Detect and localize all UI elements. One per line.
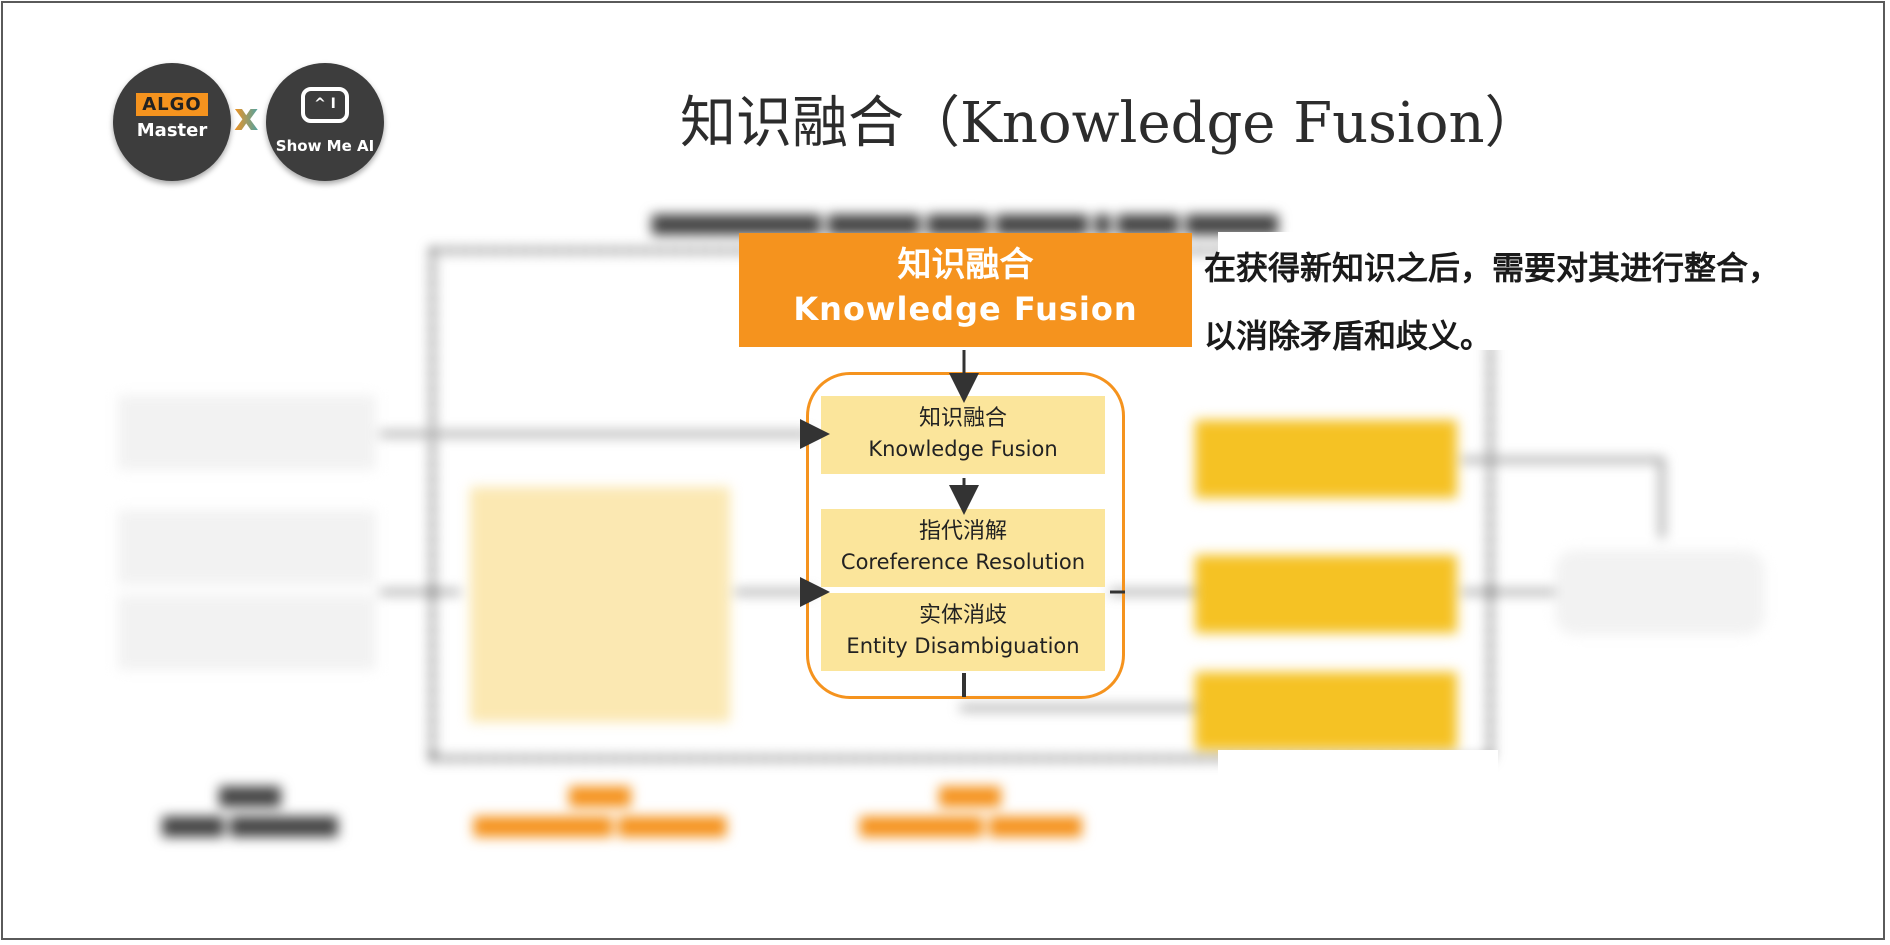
show-me-ai-text: Show Me AI	[275, 137, 375, 155]
algo-master-logo: ALGO Master	[113, 63, 231, 181]
step-entity-disambiguation-en: Entity Disambiguation	[846, 634, 1080, 658]
bg-diagram-caption: ▇▇▇▇▇▇▇▇▇▇▇ ▇▇▇▇▇▇ ▇▇▇▇ ▇▇▇▇▇▇ ▇ ▇▇▇▇ ▇▇…	[651, 211, 1279, 235]
step-coreference-resolution-en: Coreference Resolution	[840, 550, 1086, 574]
bg-box-reasoning	[1195, 420, 1457, 498]
bg-box-info-acquisition	[470, 487, 730, 722]
bg-line-fusion-to-eval	[1110, 590, 1195, 594]
bg-line-structured	[380, 432, 810, 436]
bg-line-info-to-fusion	[735, 590, 813, 594]
bg-box-evaluation	[1195, 555, 1457, 633]
dashed-border-right	[1488, 248, 1493, 756]
logo-separator: x	[234, 95, 259, 139]
bg-box-unstructured	[118, 595, 376, 670]
bg-line-graph-feedback-vertical	[1660, 458, 1664, 538]
bg-stage-label-info: ▇▇▇▇▇▇▇▇▇▇▇▇▇ ▇▇▇▇▇▇▇	[473, 783, 727, 837]
bg-line-eval-to-graph	[1462, 590, 1562, 594]
fusion-header-cn: 知识融合	[897, 245, 1034, 285]
algo-master-text: Master	[136, 120, 208, 141]
step-entity-disambiguation: 实体消歧 Entity Disambiguation	[821, 593, 1105, 671]
fusion-header-en: Knowledge Fusion	[793, 290, 1138, 328]
step-knowledge-fusion: 知识融合 Knowledge Fusion	[821, 396, 1105, 474]
text-backdrop-bottom	[1218, 750, 1498, 860]
algo-badge: ALGO	[136, 93, 208, 116]
step-entity-disambiguation-cn: 实体消歧	[918, 603, 1007, 628]
text-backdrop	[1218, 232, 1788, 350]
fusion-header-box: 知识融合 Knowledge Fusion	[739, 233, 1192, 347]
bg-box-semistructured	[118, 510, 376, 585]
step-coreference-resolution: 指代消解 Coreference Resolution	[821, 509, 1105, 587]
dashed-border-left	[430, 248, 435, 756]
page-title: 知识融合（Knowledge Fusion）	[680, 91, 1541, 156]
step-coreference-resolution-cn: 指代消解	[918, 519, 1007, 544]
dashed-border-bottom	[430, 756, 1490, 761]
show-me-ai-logo: ^ I Show Me AI	[266, 63, 384, 181]
robot-icon: ^ I	[301, 87, 349, 123]
bg-line-graph-feedback	[1462, 458, 1662, 462]
step-knowledge-fusion-cn: 知识融合	[918, 406, 1007, 431]
bg-box-structured	[118, 395, 376, 470]
bg-stage-label-data: ▇▇▇▇▇▇▇▇ ▇▇▇▇▇▇▇	[162, 783, 338, 837]
bg-box-knowledge-graph	[1555, 550, 1765, 635]
fusion-description: 在获得新知识之后，需要对其进行整合，以消除矛盾和歧义。	[1204, 249, 1781, 355]
bg-box-ontology	[1195, 672, 1457, 750]
bg-stage-label-fusion: ▇▇▇▇▇▇▇▇▇▇▇▇ ▇▇▇▇▇▇	[860, 783, 1082, 837]
bg-line-fusion-to-ontology	[960, 706, 1195, 710]
bg-line-unstructured	[380, 590, 460, 594]
step-knowledge-fusion-en: Knowledge Fusion	[868, 437, 1058, 461]
